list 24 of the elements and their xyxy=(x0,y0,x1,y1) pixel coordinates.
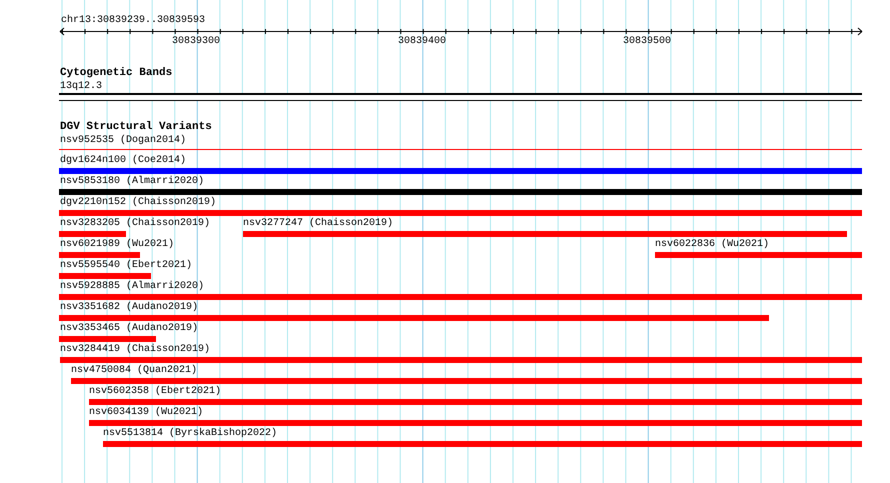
tick-label: 30839300 xyxy=(172,36,220,47)
variant-label: dgv1624n100 (Coe2014) xyxy=(60,155,186,166)
variant-label: nsv5513814 (ByrskaBishop2022) xyxy=(103,428,278,439)
track-title: DGV Structural Variants xyxy=(60,122,212,133)
variant-label: nsv6034139 (Wu2021) xyxy=(89,407,204,418)
track-title: Cytogenetic Bands xyxy=(60,68,172,79)
variant-label: nsv5595540 (Ebert2021) xyxy=(60,260,192,271)
tick-label: 30839400 xyxy=(398,36,446,47)
variant-label: nsv4750084 (Quan2021) xyxy=(71,365,198,376)
variant-label: nsv5928885 (Almarri2020) xyxy=(60,281,204,292)
variant-label: nsv3284419 (Chaisson2019) xyxy=(60,344,210,355)
variant-label: nsv6021989 (Wu2021) xyxy=(60,239,174,250)
variant-label: nsv3277247 (Chaisson2019) xyxy=(243,218,394,229)
variant-label: nsv952535 (Dogan2014) xyxy=(60,135,186,146)
variant-label: nsv3283205 (Chaisson2019) xyxy=(60,218,210,229)
variant-label: dgv2210n152 (Chaisson2019) xyxy=(60,197,216,208)
variant-label: nsv5602358 (Ebert2021) xyxy=(89,386,222,397)
variant-label: nsv3353465 (Audano2019) xyxy=(60,323,198,334)
tick-label: 30839500 xyxy=(623,36,672,47)
band-label: 13q12.3 xyxy=(60,81,102,92)
variant-label: nsv6022836 (Wu2021) xyxy=(655,239,770,250)
variant-label: nsv3351682 (Audano2019) xyxy=(60,302,198,313)
variant-label: nsv5853180 (Almarri2020) xyxy=(60,176,204,187)
position-label: chr13:30839239..30839593 xyxy=(61,15,206,26)
